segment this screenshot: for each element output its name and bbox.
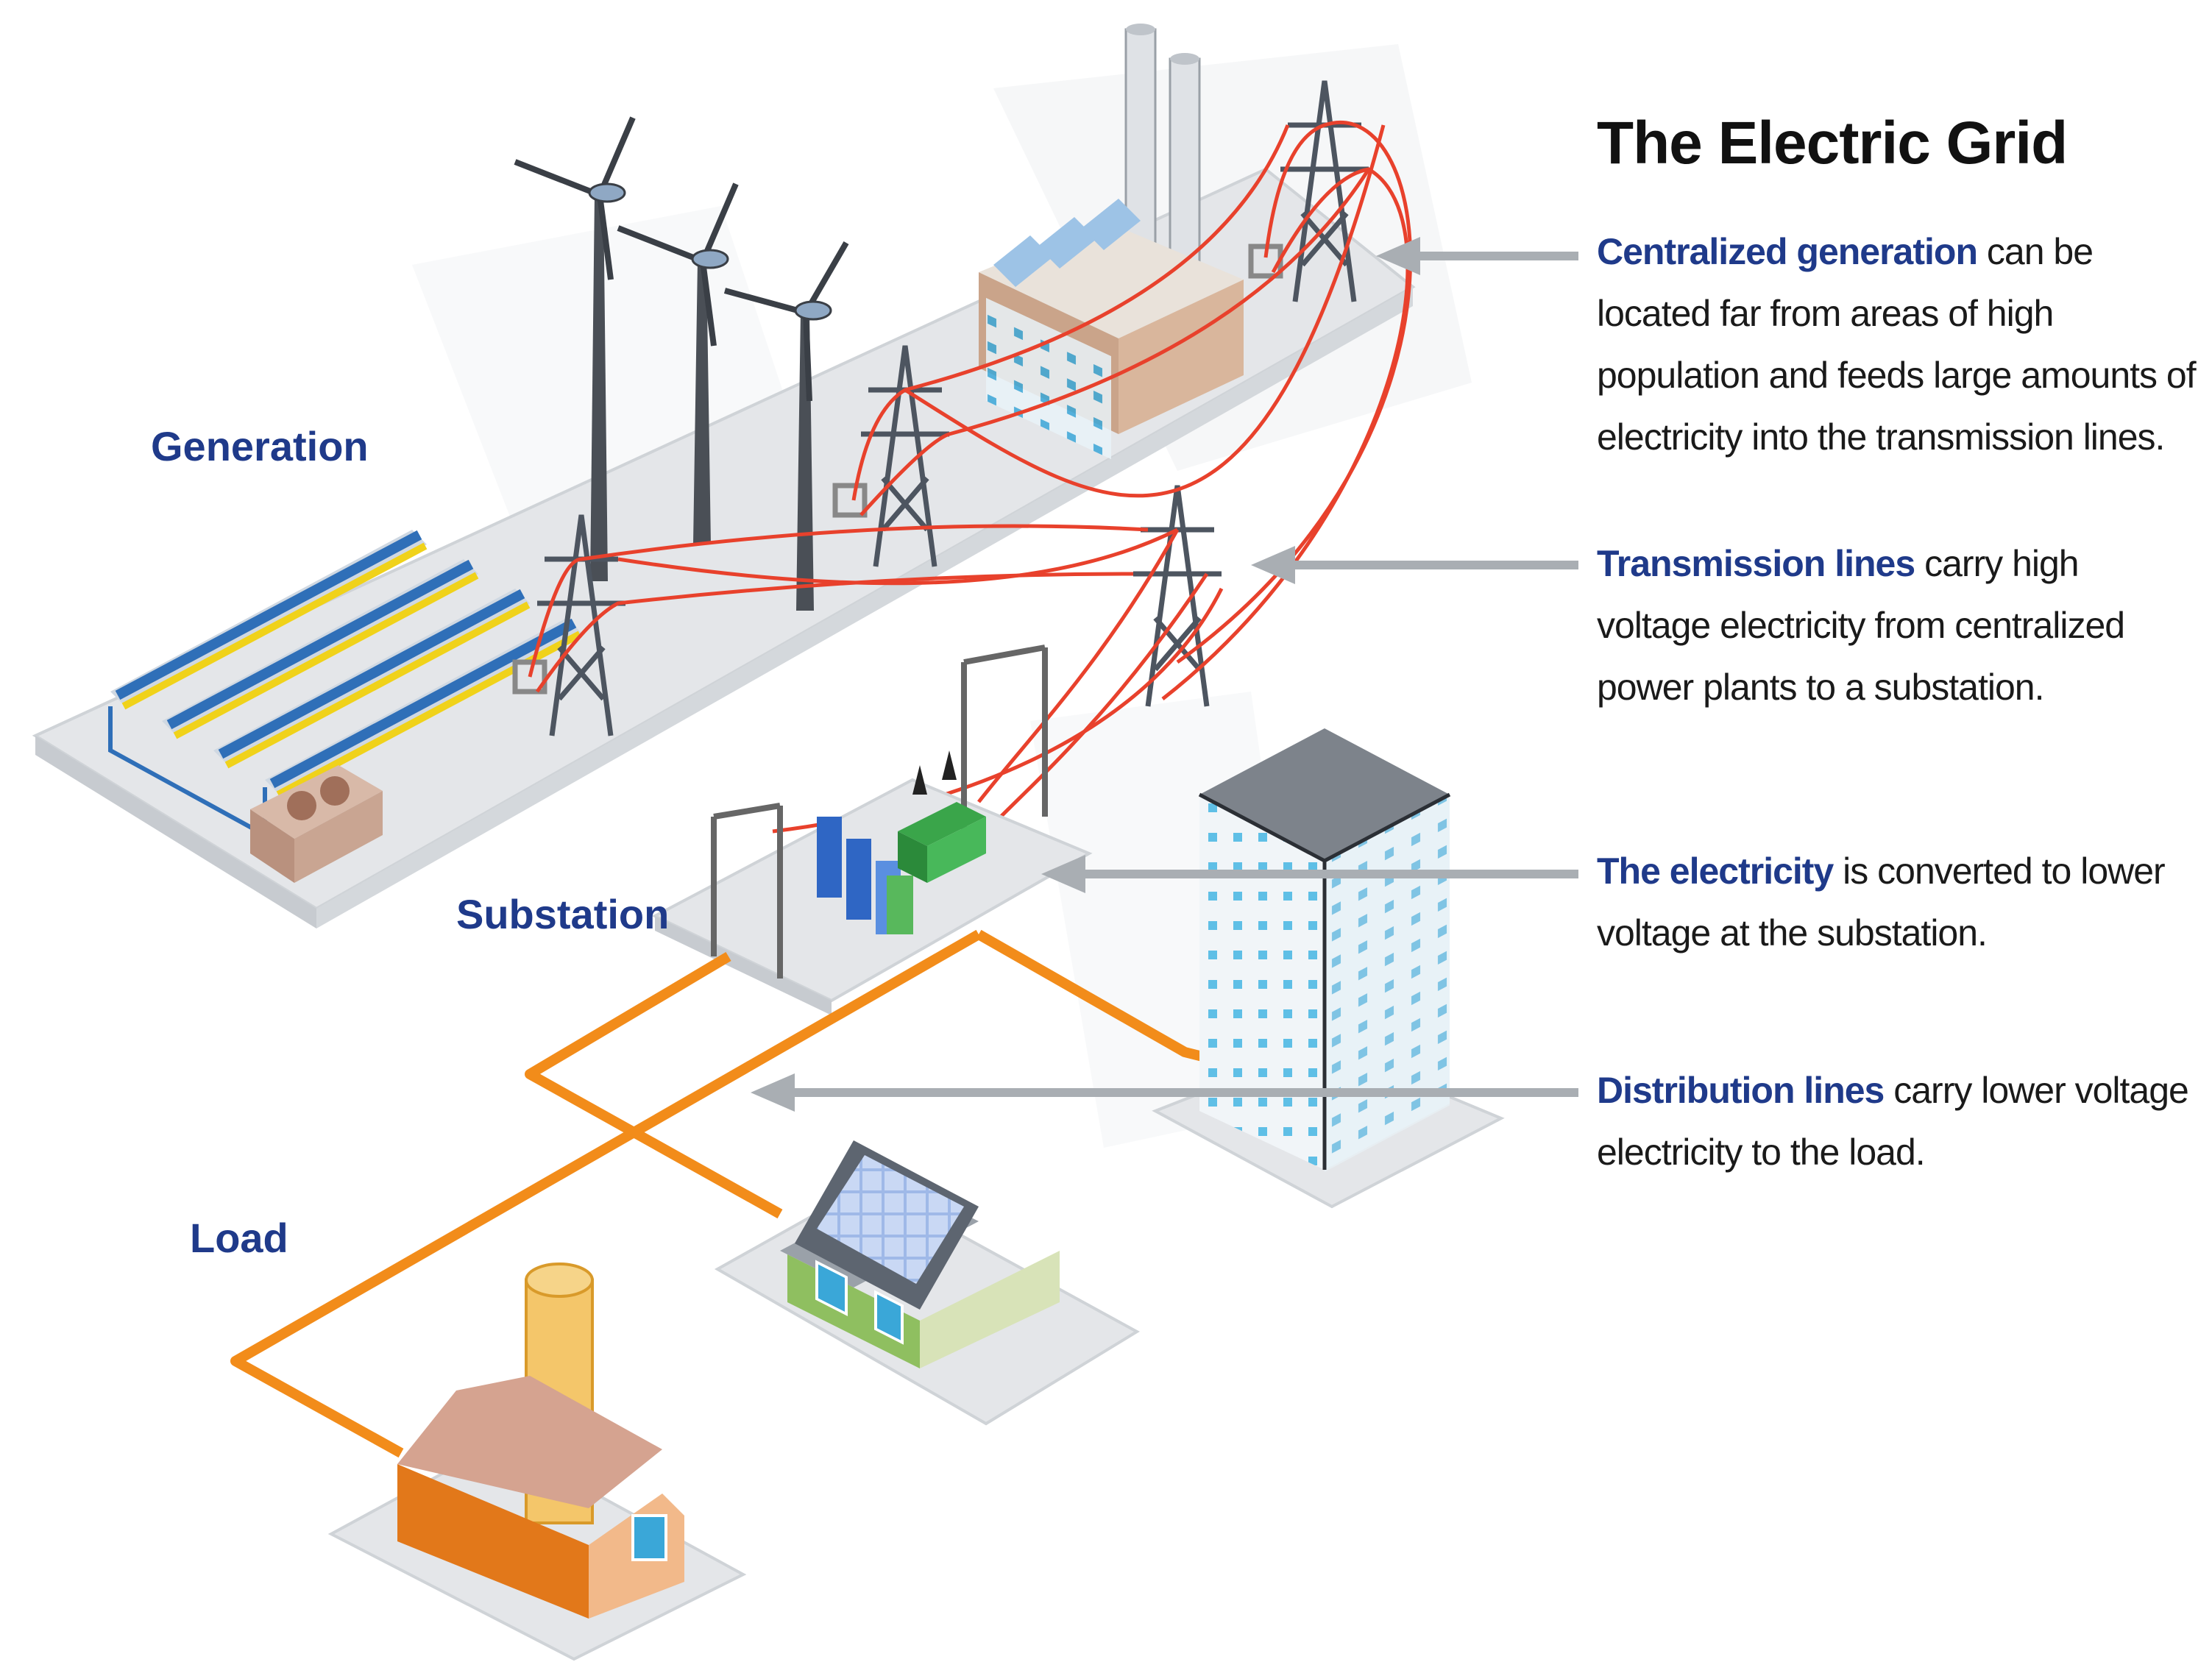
transmission-tower (1133, 485, 1222, 707)
description-lead: Centralized generation (1597, 231, 1978, 272)
solar-collector-field (108, 530, 582, 883)
description-text: carry lower voltage electricity to the l… (1597, 1070, 2189, 1173)
barn (327, 1263, 747, 1661)
label-generation: Generation (151, 423, 369, 469)
description-centralized-generation: Centralized generation can be located fa… (1597, 221, 2200, 468)
description-substation: The electricity is converted to lower vo… (1597, 840, 2200, 964)
generation-platform-edge (35, 736, 316, 928)
page-title: The Electric Grid (1597, 110, 2068, 177)
wind-turbine (617, 182, 739, 544)
solar-trough-row (110, 530, 428, 710)
description-distribution-lines: Distribution lines carry lower voltage e… (1597, 1059, 2200, 1183)
description-lead: The electricity (1597, 850, 1834, 892)
description-lead: Distribution lines (1597, 1070, 1885, 1111)
description-text: can be located far from areas of high po… (1597, 231, 2197, 458)
description-text: is converted to lower voltage at the sub… (1597, 850, 2166, 953)
office-building (1152, 728, 1505, 1209)
house (714, 1140, 1140, 1426)
description-transmission-lines: Transmission lines carry high voltage el… (1597, 533, 2200, 718)
transmission-tower (832, 345, 949, 567)
label-load: Load (190, 1215, 288, 1261)
description-lead: Transmission lines (1597, 543, 1915, 584)
arrow-distribution-lines (751, 1073, 1578, 1112)
substation-equipment (651, 644, 1093, 1015)
arrow-transmission-lines (1251, 546, 1578, 584)
power-plant (979, 24, 1244, 460)
generation-platform-edge-front (316, 287, 1413, 928)
solar-trough-row (213, 589, 531, 769)
wind-turbine (514, 116, 636, 581)
arrow-centralized-generation (1376, 237, 1578, 275)
arrow-substation (1041, 855, 1578, 893)
label-substation: Substation (456, 891, 670, 937)
description-text: carry high voltage electricity from cent… (1597, 543, 2125, 708)
transmission-lines (528, 120, 1413, 834)
solar-trough-row (162, 559, 479, 739)
power-block (250, 765, 383, 839)
pointer-arrows (751, 237, 1578, 1112)
